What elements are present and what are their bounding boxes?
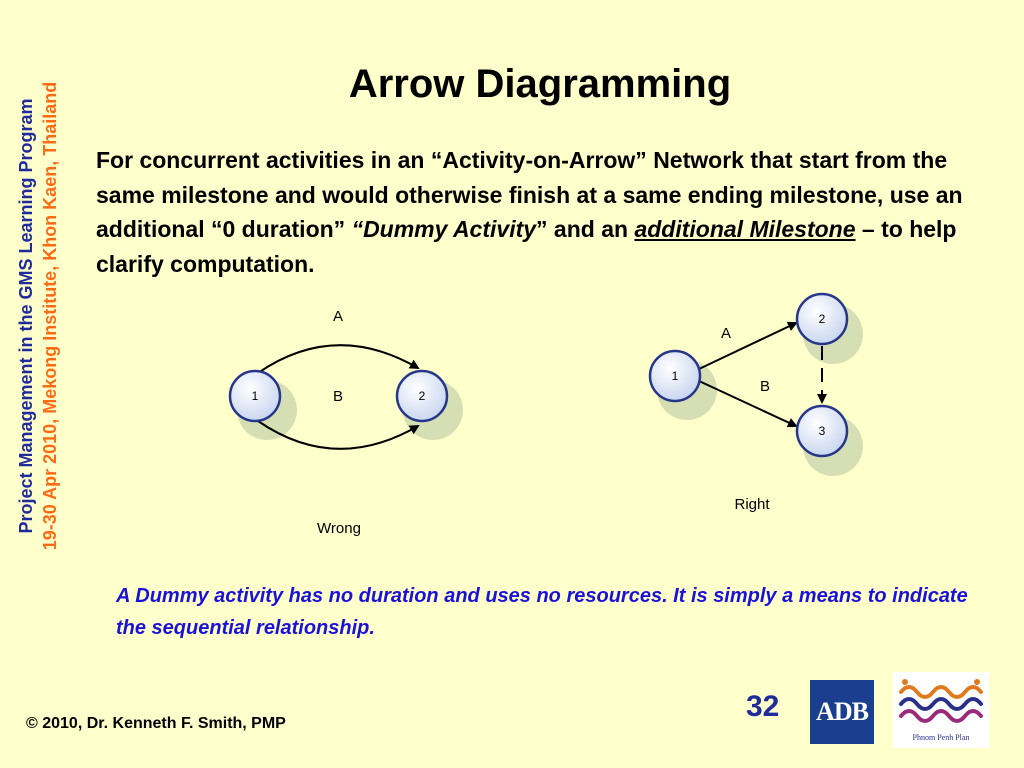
body-part2: and an	[547, 216, 635, 242]
copyright-footer: © 2010, Dr. Kenneth F. Smith, PMP	[26, 715, 286, 732]
wrong-arrow-a-label: A	[333, 308, 343, 325]
slide-title: Arrow Diagramming	[348, 62, 732, 106]
ppp-logo-caption: Phnom Penh Plan	[913, 733, 970, 742]
additional-milestone-text: additional Milestone	[634, 216, 856, 242]
wrong-arrow-a	[257, 344, 420, 374]
dummy-close-quote: ”	[536, 216, 548, 242]
wrong-arrow-b	[257, 420, 420, 450]
body-part1: For concurrent activities in an “Activit…	[96, 147, 963, 242]
body-part3: – to help clarify computation.	[96, 216, 957, 277]
right-node3-label: 3	[819, 424, 826, 438]
dummy-activity-note: A Dummy activity has no duration and use…	[116, 585, 968, 639]
right-arrow-b	[698, 380, 798, 428]
right-node1-label: 1	[672, 369, 679, 383]
adb-logo: ADB	[810, 680, 874, 744]
right-caption: Right	[734, 496, 770, 513]
wrong-caption: Wrong	[317, 520, 361, 537]
right-arrow-a-label: A	[721, 325, 731, 342]
ppp-logo-graphic: Phnom Penh Plan	[899, 679, 983, 742]
page-number: 32	[746, 690, 780, 723]
wrong-arrow-b-label: B	[333, 388, 343, 405]
right-arrow-b-label: B	[760, 378, 770, 395]
wrong-diagram: 1 2 A B Wrong	[228, 308, 463, 537]
right-node2-label: 2	[819, 312, 826, 326]
right-node2	[795, 292, 849, 346]
right-node3	[795, 404, 849, 458]
wrong-node2-label: 2	[419, 389, 426, 403]
right-node1	[648, 349, 702, 403]
wrong-node1	[228, 369, 282, 423]
dummy-activity-text: “Dummy Activity	[351, 216, 537, 242]
right-diagram: 1 2 3 A B Right	[648, 292, 863, 513]
slide-body: For concurrent activities in an “Activit…	[96, 143, 1006, 281]
wrong-node2	[395, 369, 449, 423]
wrong-node1-label: 1	[252, 389, 259, 403]
right-arrow-a	[698, 321, 798, 370]
phnom-penh-plan-logo: Phnom Penh Plan	[893, 672, 989, 748]
adb-logo-text: ADB	[816, 697, 869, 726]
